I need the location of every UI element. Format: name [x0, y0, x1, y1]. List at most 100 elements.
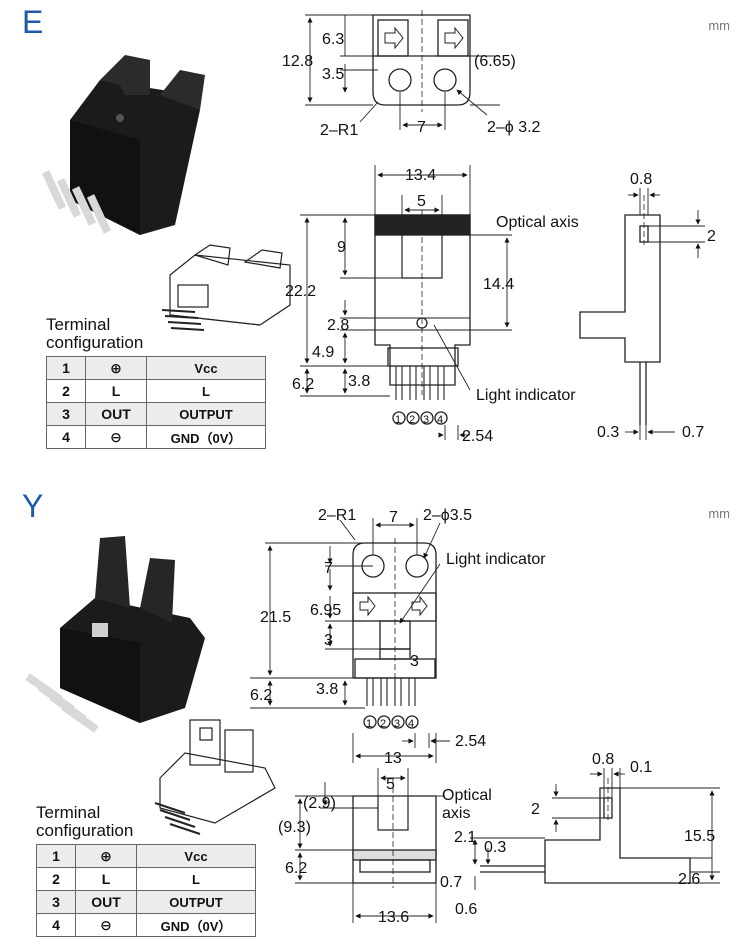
- dim-22-2: 22.2: [285, 283, 316, 300]
- pin-3: 3: [423, 414, 429, 426]
- dim-14-4: 14.4: [483, 276, 514, 293]
- terminal-row: 1 ⊕ Vcc: [36, 844, 256, 868]
- terminal-row: 4 ⊖ GND（0V）: [36, 913, 256, 937]
- terminal-title-line1: Terminal: [36, 803, 101, 822]
- light-indicator-label: Light indicator: [446, 551, 546, 568]
- pin-4: 4: [437, 414, 443, 426]
- dim-r1: 2–R1: [320, 122, 358, 139]
- dim-0-8: 0.8: [592, 751, 614, 768]
- pin-3: 3: [394, 718, 400, 730]
- terminal-num: 2: [36, 867, 76, 891]
- dim-0-3: 0.3: [597, 424, 619, 441]
- top-view: [372, 10, 471, 112]
- dim-0-7: 0.7: [682, 424, 704, 441]
- dim-phi: 2–ϕ3.5: [423, 507, 472, 524]
- pin-4: 4: [408, 718, 414, 730]
- dim-2-54: 2.54: [462, 428, 493, 445]
- side-view: [579, 195, 661, 425]
- terminal-table: 1 ⊕ Vcc 2 L L 3 OUT OUTPUT 4 ⊖ GND（0V）: [46, 356, 266, 449]
- dim-21-5: 21.5: [260, 609, 291, 626]
- terminal-row: 2 L L: [36, 867, 256, 891]
- dim-13-4: 13.4: [405, 167, 436, 184]
- dim-7-vertical: 7: [324, 560, 333, 577]
- terminal-function: L: [146, 379, 266, 403]
- dim-0-1: 0.1: [630, 759, 652, 776]
- terminal-row: 3 OUT OUTPUT: [46, 402, 266, 426]
- terminal-symbol: L: [75, 867, 137, 891]
- terminal-function: Vcc: [146, 356, 266, 380]
- dim-13-6: 13.6: [378, 909, 409, 926]
- optical-axis-label-line1: Optical: [442, 787, 492, 804]
- dim-6-65: (6.65): [474, 53, 516, 70]
- terminal-function: OUTPUT: [136, 890, 256, 914]
- dim-0-8: 0.8: [630, 171, 652, 188]
- optical-axis-label: Optical axis: [496, 214, 579, 231]
- unit-label: mm: [708, 506, 730, 521]
- dim-phi: 2–ϕ 3.2: [487, 119, 541, 136]
- terminal-num: 3: [36, 890, 76, 914]
- dim-13: 13: [384, 750, 402, 767]
- terminal-num: 1: [36, 844, 76, 868]
- pin-2: 2: [409, 414, 415, 426]
- front-view-dimensions: [295, 768, 445, 923]
- terminal-symbol: OUT: [75, 890, 137, 914]
- terminal-function: L: [136, 867, 256, 891]
- terminal-num: 4: [36, 913, 76, 937]
- dim-6-2: 6.2: [292, 376, 314, 393]
- pin-1: 1: [395, 414, 401, 426]
- side-view-dimensions: [625, 188, 705, 440]
- terminal-table: 1 ⊕ Vcc 2 L L 3 OUT OUTPUT 4 ⊖ GND（0V）: [36, 844, 256, 937]
- dim-7: 7: [417, 119, 426, 136]
- top-view-dimensions: [250, 518, 450, 763]
- terminal-symbol: OUT: [85, 402, 147, 426]
- terminal-num: 4: [46, 425, 86, 449]
- terminal-row: 2 L L: [46, 379, 266, 403]
- dim-2-6: 2.6: [678, 871, 700, 888]
- model-letter: E: [22, 4, 44, 40]
- pin-1: 1: [366, 718, 372, 730]
- sensor-sketch: [154, 719, 276, 835]
- top-view: [352, 538, 437, 729]
- terminal-title-line2: configuration: [36, 821, 134, 840]
- dim-2-8: 2.8: [327, 317, 349, 334]
- dim-3-b: 3: [410, 653, 419, 670]
- terminal-function: GND（0V）: [136, 913, 256, 937]
- terminal-function: GND（0V）: [146, 425, 266, 449]
- dim-2-1: 2.1: [454, 829, 476, 846]
- dim-9-3: (9.3): [278, 819, 311, 836]
- sensor-photo: [25, 536, 205, 733]
- terminal-function: OUTPUT: [146, 402, 266, 426]
- dim-5: 5: [417, 193, 426, 210]
- terminal-row: 1 ⊕ Vcc: [46, 356, 266, 380]
- light-indicator-label: Light indicator: [476, 387, 576, 404]
- dim-15-5: 15.5: [684, 828, 715, 845]
- sensor-sketch: [161, 244, 291, 331]
- drawing-y: 1 2 3 4: [25, 507, 720, 926]
- drawing-e: 12.8 6.3 3.5 (6.65) 2–R1 7 2–ϕ 3.2 1 2 3: [41, 10, 716, 445]
- dim-9: 9: [337, 239, 346, 256]
- terminal-title-line1: Terminal: [46, 315, 111, 334]
- dim-2: 2: [707, 228, 716, 245]
- terminal-function: Vcc: [136, 844, 256, 868]
- terminal-title: Terminal configuration: [36, 804, 133, 840]
- dim-r1: 2–R1: [318, 507, 356, 524]
- dim-0-7: 0.7: [440, 874, 462, 891]
- dim-0-6: 0.6: [455, 901, 477, 918]
- terminal-num: 1: [46, 356, 86, 380]
- dim-12-8: 12.8: [282, 53, 313, 70]
- pin-2: 2: [380, 718, 386, 730]
- dim-2: 2: [531, 801, 540, 818]
- model-letter: Y: [22, 488, 44, 524]
- panel-e: E mm: [0, 0, 750, 470]
- front-view-dimensions: [300, 165, 512, 440]
- dim-5: 5: [386, 776, 395, 793]
- dim-3: 3: [324, 632, 333, 649]
- dim-6-3: 6.3: [322, 31, 344, 48]
- terminal-title: Terminal configuration: [46, 316, 143, 352]
- dim-4-9: 4.9: [312, 344, 334, 361]
- top-view-dimensions: [305, 14, 500, 130]
- unit-label: mm: [708, 18, 730, 33]
- terminal-num: 2: [46, 379, 86, 403]
- terminal-symbol: L: [85, 379, 147, 403]
- dim-6-2-b: 6.2: [285, 860, 307, 877]
